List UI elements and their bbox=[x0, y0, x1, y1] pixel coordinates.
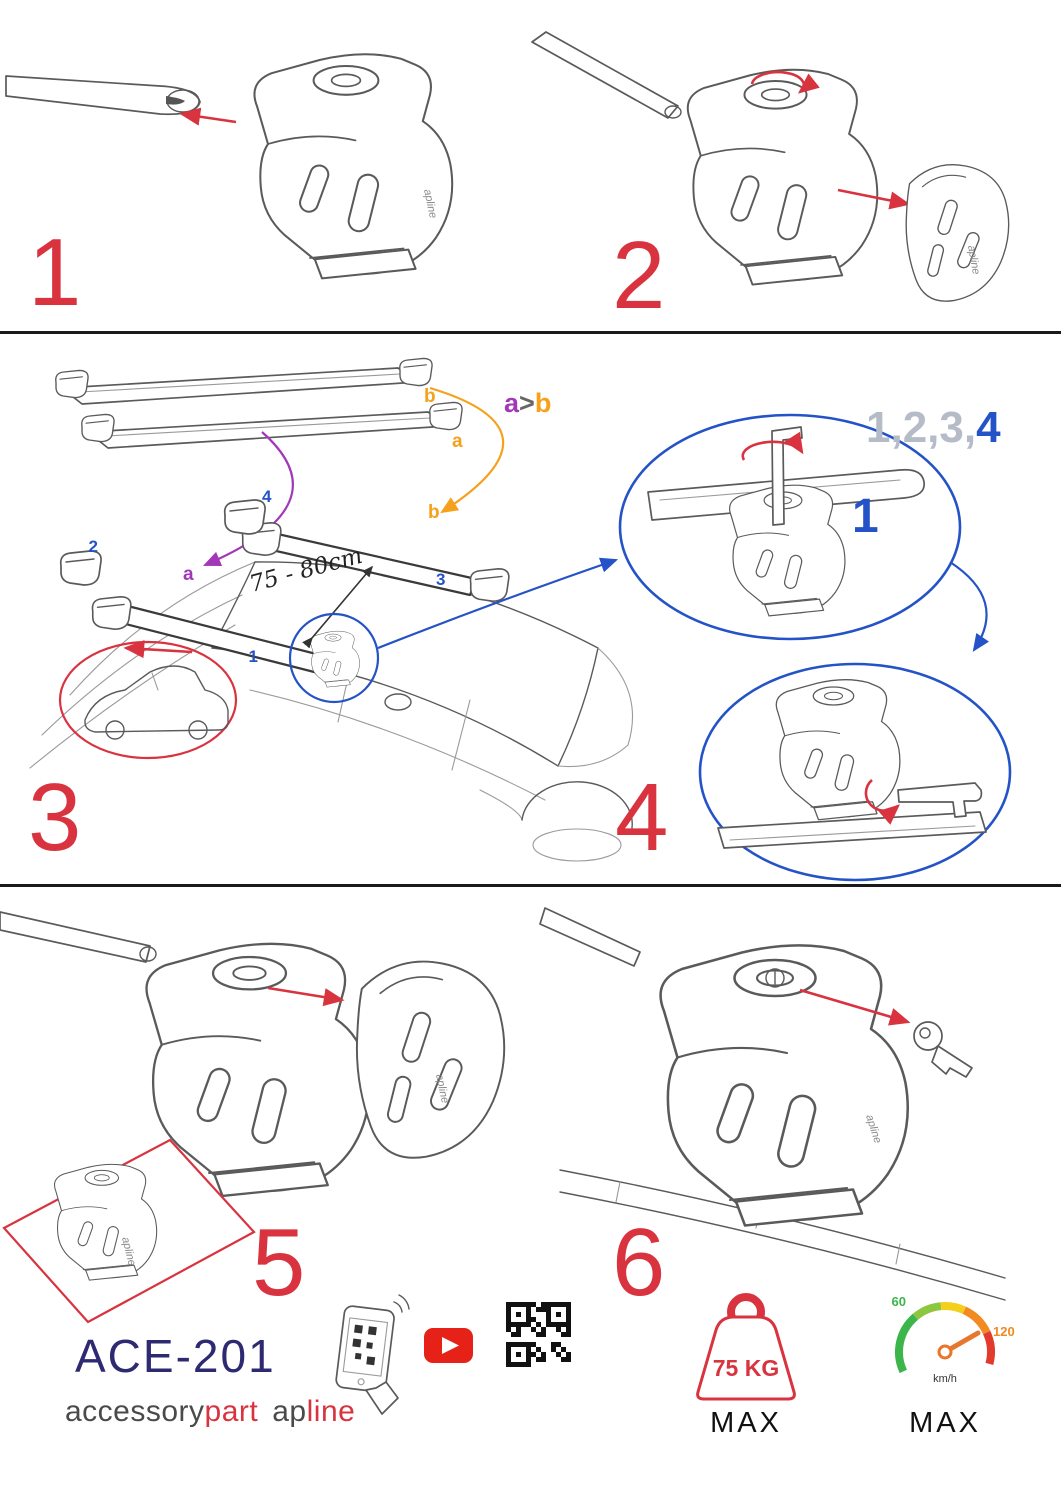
crossbar-b-icon bbox=[55, 357, 433, 405]
cover-attach-arrow bbox=[837, 188, 911, 210]
key-arrow bbox=[799, 988, 911, 1026]
tighten-sequence-label: 1,2,3,4 bbox=[866, 403, 1001, 452]
knob-rotate-arrow bbox=[750, 70, 820, 94]
roof-bar-a-label: a bbox=[183, 564, 194, 585]
step3-illustration: b a a>b bbox=[28, 357, 668, 871]
cover-attach-arrow bbox=[267, 986, 345, 1007]
loose-clamp-icon bbox=[223, 499, 266, 535]
cover-shell-icon bbox=[355, 960, 506, 1159]
detail-view-bottom bbox=[698, 662, 1012, 882]
position-3-label: 3 bbox=[436, 570, 445, 589]
crossbar-end-icon bbox=[5, 75, 201, 116]
allen-key-icon bbox=[771, 426, 803, 526]
foot-clamp-icon bbox=[253, 53, 454, 280]
lock-cylinder-icon bbox=[765, 968, 785, 988]
mount-order-label: a>b bbox=[504, 388, 551, 418]
speed-limit-icon: 60 120 km/h MAX bbox=[892, 1294, 1015, 1439]
step5-illustration: apline apline 5 bbox=[0, 911, 506, 1324]
loose-clamp-icon bbox=[59, 550, 102, 586]
bar-b-route-arrow bbox=[429, 386, 505, 514]
dimension-arrow bbox=[302, 565, 374, 649]
phone-scan-icon bbox=[335, 1294, 410, 1415]
foot-clamp-icon bbox=[659, 944, 910, 1227]
step-2-number: 2 bbox=[612, 222, 665, 329]
mounted-rear-bar bbox=[241, 522, 510, 602]
detail-focus-circle bbox=[288, 612, 380, 704]
allen-key-icon bbox=[897, 782, 983, 818]
crossbar-a-icon bbox=[81, 401, 463, 449]
crossbar-icon bbox=[539, 907, 641, 967]
position-4-label: 4 bbox=[262, 487, 272, 506]
position-1-label: 1 bbox=[249, 647, 258, 666]
roof-bar-b-label: b bbox=[428, 502, 440, 523]
step6-illustration: apline 6 bbox=[539, 907, 1006, 1316]
speed-unit-label: km/h bbox=[933, 1373, 957, 1385]
key-icon bbox=[913, 1021, 973, 1078]
bar-a-label: a bbox=[452, 431, 463, 452]
detail-link-arrow bbox=[377, 557, 619, 650]
detail-connector-curve bbox=[949, 561, 990, 652]
crossbar-icon bbox=[0, 911, 151, 963]
finished-foot-icon bbox=[53, 1163, 158, 1281]
youtube-icon bbox=[424, 1328, 473, 1363]
speed-high-label: 120 bbox=[993, 1324, 1015, 1339]
foot-clamp-icon bbox=[145, 942, 371, 1198]
product-model: ACE-201 bbox=[75, 1330, 276, 1382]
detail-step-number: 1 bbox=[852, 490, 879, 543]
step2-illustration: apline 2 bbox=[531, 31, 1010, 329]
tighten-rotate-arrow bbox=[741, 431, 804, 461]
apline-logo-on-part: apline bbox=[421, 188, 439, 219]
speed-max-label: MAX bbox=[909, 1407, 981, 1439]
step1-illustration: apline 1 bbox=[5, 53, 454, 326]
weight-max-label: MAX bbox=[710, 1407, 782, 1439]
speed-low-label: 60 bbox=[892, 1294, 906, 1309]
car-direction-inset bbox=[58, 640, 238, 760]
position-2-label: 2 bbox=[89, 537, 98, 556]
apline-logo-on-part: apline bbox=[433, 1073, 451, 1104]
mounted-front-bar bbox=[91, 596, 360, 688]
crossbar-icon bbox=[531, 31, 682, 119]
bar-b-label: b bbox=[424, 386, 436, 407]
apline-logo-on-part: apline bbox=[965, 244, 982, 275]
divider-bottom bbox=[0, 884, 1061, 887]
front-direction-arrow bbox=[123, 640, 193, 659]
foot-clamp-icon bbox=[686, 68, 879, 286]
step-3-number: 3 bbox=[28, 764, 81, 871]
cover-shell-icon bbox=[905, 163, 1010, 302]
step-5-number: 5 bbox=[252, 1209, 305, 1316]
qr-code-icon bbox=[506, 1302, 571, 1367]
step-1-number: 1 bbox=[28, 219, 81, 326]
weight-limit-value: 75 KG bbox=[713, 1355, 779, 1381]
insert-arrow bbox=[179, 107, 237, 126]
side-tighten-rotate-arrow bbox=[864, 779, 900, 825]
step-4-number: 4 bbox=[615, 764, 668, 871]
step-6-number: 6 bbox=[612, 1209, 665, 1316]
divider-top bbox=[0, 331, 1061, 334]
weight-limit-icon: 75 KG MAX bbox=[696, 1293, 796, 1439]
bar-a-route-arrow bbox=[202, 431, 294, 567]
detail-view-top: 1 bbox=[618, 413, 962, 641]
